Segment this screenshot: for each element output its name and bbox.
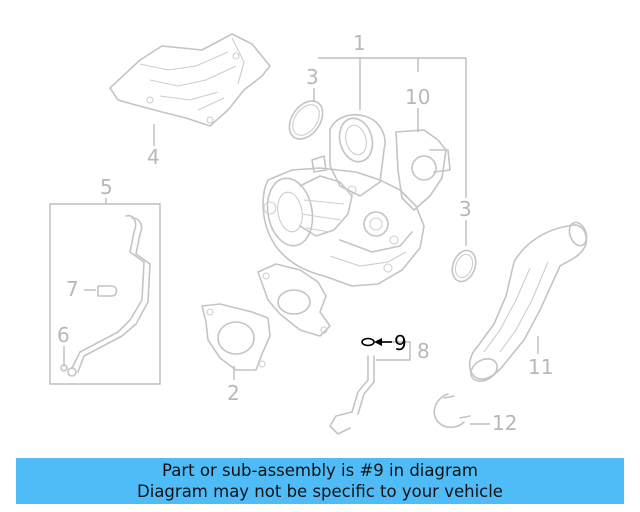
callout-3-right: 3: [459, 197, 472, 221]
leader-arrow-9: [374, 338, 382, 346]
callout-3-left: 3: [306, 65, 319, 89]
callout-11: 11: [528, 355, 553, 379]
gasket-ring-right-drawing: [451, 249, 477, 283]
leader-lines: [63, 57, 539, 425]
callout-7: 7: [66, 277, 79, 301]
hose-clamp-drawing: [433, 393, 471, 429]
o-ring-9-drawing: [361, 337, 375, 347]
callout-10: 10: [405, 85, 430, 109]
callout-8: 8: [417, 339, 430, 363]
callout-12: 12: [492, 411, 517, 435]
turbocharger-drawing: [257, 114, 451, 337]
flange-gasket-drawing: [201, 303, 271, 371]
callout-4: 4: [147, 145, 160, 169]
callout-9: 9: [394, 331, 407, 355]
callout-2: 2: [227, 381, 240, 405]
callout-6: 6: [57, 323, 70, 347]
coolant-pipe-drawing: [329, 355, 375, 435]
gasket-ring-left-drawing: [288, 100, 324, 140]
banner-line-2: Diagram may not be specific to your vehi…: [137, 482, 503, 501]
info-banner: Part or sub-assembly is #9 in diagram Di…: [16, 458, 624, 504]
intake-pipe-drawing: [468, 221, 588, 382]
parts-diagram: 1 3 10 4 5 3 7 6 9 8 11 2 12: [49, 31, 588, 435]
callout-1: 1: [353, 31, 366, 55]
callout-5: 5: [100, 175, 113, 199]
banner-line-1: Part or sub-assembly is #9 in diagram: [162, 461, 478, 480]
oil-line-kit-drawing: [49, 203, 161, 385]
heat-shield-drawing: [109, 33, 271, 127]
